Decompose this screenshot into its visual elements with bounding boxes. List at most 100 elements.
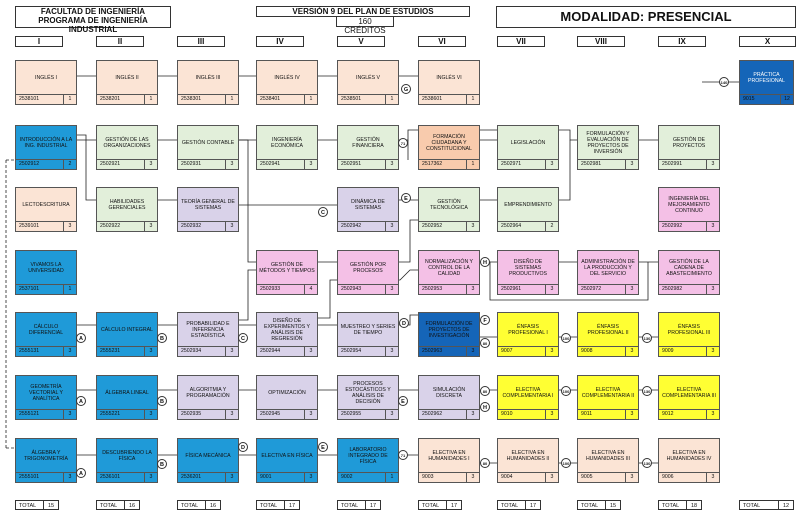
semester-col-5: V — [337, 36, 385, 47]
semester-col-6: VI — [418, 36, 466, 47]
connector-marker: 71 — [398, 138, 408, 148]
course-node[interactable]: PROCESOS ESTOCÁSTICOS Y ANÁLISIS DE DECI… — [337, 375, 399, 420]
connector-marker: B — [157, 396, 167, 406]
credits-header: 160 CRÉDITOS — [336, 16, 394, 35]
connector-marker: 80 — [480, 386, 490, 396]
course-node[interactable]: FORMULACIÓN Y EVALUACIÓN DE PROYECTOS DE… — [577, 125, 639, 170]
connector-marker: 140 — [719, 77, 729, 87]
semester-col-7: VII — [497, 36, 545, 47]
connector-marker: F — [480, 315, 490, 325]
connector-marker: 80 — [480, 458, 490, 468]
connector-marker: C — [318, 207, 328, 217]
connector-marker: 100 — [561, 333, 571, 343]
connector-marker: B — [157, 333, 167, 343]
faculty-header: FACULTAD DE INGENIERÍA PROGRAMA DE INGEN… — [15, 6, 171, 34]
connector-marker: D — [399, 318, 409, 328]
semester-col-4: IV — [256, 36, 304, 47]
connector-marker: 80 — [480, 338, 490, 348]
modality-title: MODALIDAD: PRESENCIAL — [560, 9, 732, 24]
connector-marker: H — [480, 257, 490, 267]
course-node[interactable]: DISEÑO DE EXPERIMENTOS Y ANÁLISIS DE REG… — [256, 312, 318, 357]
connector-marker: D — [238, 442, 248, 452]
connector-marker: E — [318, 442, 328, 452]
credits-label: 160 CRÉDITOS — [344, 17, 386, 35]
version-title: VERSIÓN 9 DEL PLAN DE ESTUDIOS — [292, 7, 434, 16]
connector-marker: A — [76, 396, 86, 406]
connector-marker: C — [238, 333, 248, 343]
connector-marker: B — [157, 459, 167, 469]
program-name: PROGRAMA DE INGENIERÍA INDUSTRIAL — [38, 16, 148, 34]
course-node[interactable]: FORMULACIÓN DE PROYECTOS DE INVESTIGACIÓ… — [418, 312, 480, 357]
semester-col-2: II — [96, 36, 144, 47]
semester-col-3: III — [177, 36, 225, 47]
semester-col-10: X — [739, 36, 796, 47]
connector-marker: G — [401, 84, 411, 94]
connector-marker: H — [480, 402, 490, 412]
semester-col-8: VIII — [577, 36, 625, 47]
connector-marker: 100 — [561, 386, 571, 396]
connector-marker: 130 — [642, 458, 652, 468]
course-node[interactable]: ADMINISTRACIÓN DE LA PRODUCCIÓN Y DEL SE… — [577, 250, 639, 295]
connector-marker: E — [398, 396, 408, 406]
